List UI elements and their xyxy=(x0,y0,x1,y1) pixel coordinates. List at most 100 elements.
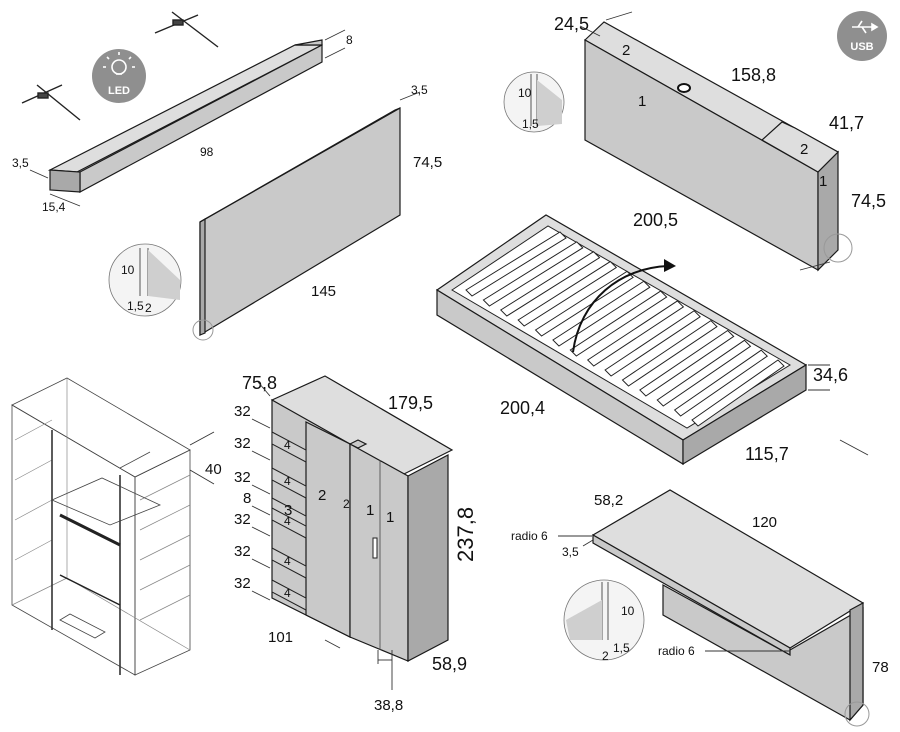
bed-slats xyxy=(465,231,785,427)
wardrobe-base-width: 101 xyxy=(268,629,293,646)
wardrobe-top-depth: 75,8 xyxy=(242,373,277,393)
back-panel-detail: 10 1,5 2 xyxy=(108,243,182,317)
shelf-bracket-left xyxy=(21,84,81,121)
bed-slat xyxy=(569,290,668,357)
back-detail-a: 10 xyxy=(121,263,135,277)
wardrobe-shelf-gap: 32 xyxy=(234,511,251,528)
led-label: LED xyxy=(108,85,130,97)
bed-length-top: 200,5 xyxy=(633,210,678,230)
wardrobe-drawer-label: 4 xyxy=(284,438,291,452)
usb-badge: USB xyxy=(837,11,887,61)
headboard xyxy=(583,21,839,272)
wardrobe-shelves xyxy=(14,419,191,621)
headboard-module-part-2: 2 xyxy=(800,141,808,158)
desk-detail-a: 10 xyxy=(621,604,635,618)
wardrobe-shelf-gap: 32 xyxy=(234,543,251,560)
wardrobe-panel-2: 2 xyxy=(318,487,326,504)
wardrobe-shelf-gap-leader xyxy=(251,418,271,429)
wardrobe-shelf-gaps: 32 32 32 8 32 32 32 xyxy=(234,403,271,601)
lightbulb-icon xyxy=(103,52,135,75)
wardrobe-panel-2-small: 2 xyxy=(343,497,350,511)
desk-detail: 10 2 1,5 xyxy=(563,579,645,663)
wardrobe-shelf-gap: 32 xyxy=(234,435,251,452)
headboard-length: 158,8 xyxy=(731,65,776,85)
wardrobe-shelf-gap-leader xyxy=(251,484,271,495)
wardrobe-drawer-label: 4 xyxy=(284,586,291,600)
wardrobe-shelf-gap-leader xyxy=(251,450,271,461)
bed-slat xyxy=(517,260,618,327)
wardrobe-height: 237,8 xyxy=(453,507,478,562)
wardrobe-depth: 40 xyxy=(205,461,222,478)
wardrobe-door-1b: 1 xyxy=(386,509,394,526)
wardrobe-shelf-gap: 32 xyxy=(234,403,251,420)
bed-slat xyxy=(604,310,701,377)
shelf-height: 8 xyxy=(346,33,353,47)
bed-slat xyxy=(639,329,735,397)
back-panel-height: 74,5 xyxy=(413,154,442,171)
desk xyxy=(591,489,865,722)
desk-thickness: 3,5 xyxy=(562,545,579,559)
shelf-thickness: 3,5 xyxy=(12,156,29,170)
bed-width: 115,7 xyxy=(745,444,789,464)
bed-slat xyxy=(499,251,601,317)
shelf-depth: 15,4 xyxy=(42,200,66,214)
headboard-detail: 10 1,5 xyxy=(503,71,565,133)
wardrobe-drawer xyxy=(271,579,307,611)
bed-slat xyxy=(465,231,567,297)
wardrobe-drawer xyxy=(271,547,307,579)
wardrobe-drawer xyxy=(271,467,307,499)
bed xyxy=(435,214,808,466)
wardrobe-drawer xyxy=(271,431,307,463)
wardrobe-shelf-gap-leader xyxy=(251,526,271,537)
headboard-height: 74,5 xyxy=(851,191,886,211)
headboard-module: 41,7 xyxy=(829,113,864,133)
headboard-part-1: 1 xyxy=(638,93,646,110)
bed-slat xyxy=(673,349,769,417)
bed-slat xyxy=(586,300,685,367)
wardrobe-shelf-gap: 8 xyxy=(243,490,251,507)
headboard-detail-b: 1,5 xyxy=(522,117,539,131)
back-panel-width: 145 xyxy=(311,283,336,300)
led-shelf xyxy=(47,39,323,194)
back-panel xyxy=(199,106,401,337)
desk-radius-top: radio 6 xyxy=(511,529,548,543)
wardrobe-shelf-gap-leader xyxy=(251,590,271,601)
wardrobe-door-1a: 1 xyxy=(366,502,374,519)
wardrobe-drawer-label: 4 xyxy=(284,474,291,488)
headboard-part-2: 2 xyxy=(622,42,630,59)
back-detail-c: 2 xyxy=(145,301,152,315)
back-detail-b: 1,5 xyxy=(127,299,144,313)
bed-length-side: 200,4 xyxy=(500,398,545,418)
headboard-module-part-1: 1 xyxy=(819,173,827,190)
wardrobe-drawer-label: 4 xyxy=(284,554,291,568)
wardrobe-shelf-gap-leader xyxy=(251,505,271,516)
wardrobe-drawer-label: 4 xyxy=(284,514,291,528)
bed-slat xyxy=(552,280,651,347)
wardrobe-frame xyxy=(11,377,191,676)
desk-detail-c: 1,5 xyxy=(613,641,630,655)
bed-height: 34,6 xyxy=(813,365,848,385)
desk-detail-b: 2 xyxy=(602,649,609,663)
headboard-thickness: 24,5 xyxy=(554,14,589,34)
shelf-bracket-top xyxy=(154,11,219,48)
wardrobe-door-width: 58,9 xyxy=(432,654,467,674)
desk-depth: 58,2 xyxy=(594,492,623,509)
desk-height: 78 xyxy=(872,659,889,676)
headboard-detail-a: 10 xyxy=(518,86,532,100)
wardrobe-drawer xyxy=(271,507,307,539)
wardrobe-shelf-gap: 32 xyxy=(234,469,251,486)
bed-slat xyxy=(482,241,584,307)
desk-width: 120 xyxy=(752,514,777,531)
wardrobe-top-width: 179,5 xyxy=(388,393,433,413)
bed-slat xyxy=(621,319,718,387)
bed-slat xyxy=(656,339,752,407)
wardrobe-drawer-label: 3 xyxy=(284,502,292,519)
desk-radius-side: radio 6 xyxy=(658,644,695,658)
wardrobe-shelf-gap-leader xyxy=(251,558,271,569)
bed-slat xyxy=(691,359,785,427)
shelf-length: 98 xyxy=(200,145,214,159)
wardrobe-gap: 38,8 xyxy=(374,697,403,714)
wardrobe-shelf-gap: 32 xyxy=(234,575,251,592)
